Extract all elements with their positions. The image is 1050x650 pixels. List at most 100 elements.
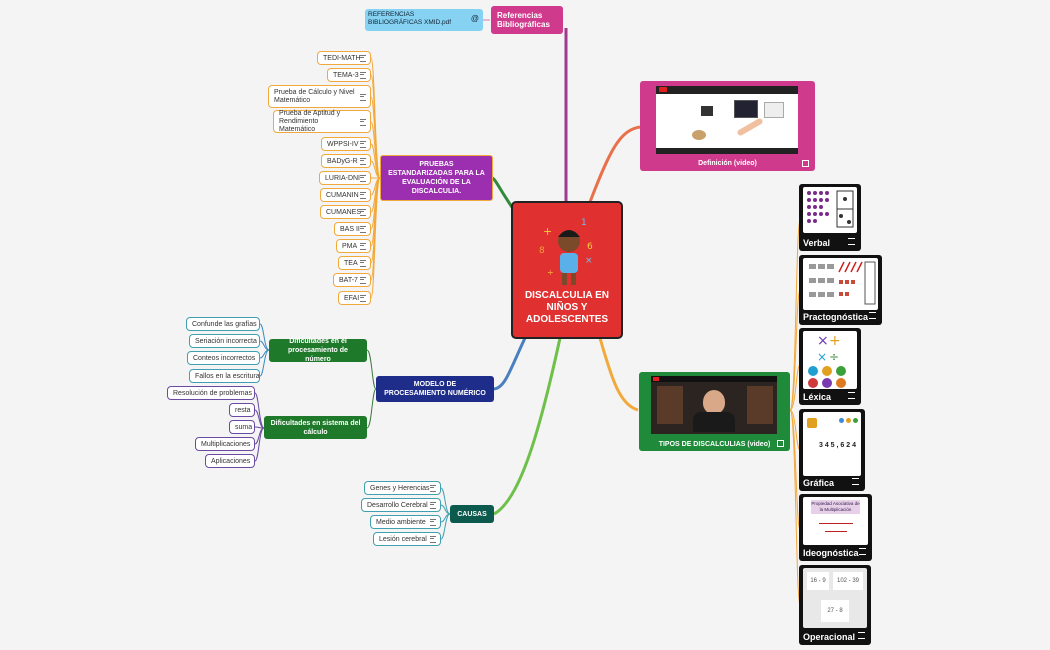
svg-text:÷: ÷	[547, 268, 554, 277]
note-icon	[360, 175, 366, 182]
grafica-numbers: 3 4 5 , 6 2 4	[819, 442, 856, 449]
tipo-ideognostica-card[interactable]: Propiedad Asociativa de la Multiplicació…	[799, 494, 872, 561]
numero-item[interactable]: Conteos incorrectos	[187, 351, 260, 365]
prueba-item[interactable]: PMA	[336, 239, 371, 253]
svg-text:+: +	[829, 333, 841, 349]
note-icon	[360, 209, 366, 216]
note-icon	[360, 141, 366, 148]
pruebas-topic[interactable]: PRUEBAS ESTANDARIZADAS PARA LA EVALUACIÓ…	[380, 155, 493, 201]
note-icon	[430, 485, 436, 492]
menu-icon	[858, 632, 865, 639]
video-thumbnail-definicion[interactable]	[656, 86, 798, 154]
practognostica-image	[803, 258, 878, 310]
svg-text:×: ×	[585, 256, 593, 266]
tipo-operacional-card[interactable]: 16 - 9 102 - 39 27 - 8 Operacional	[799, 565, 871, 645]
prueba-item[interactable]: TEMA-3	[327, 68, 371, 82]
prueba-item[interactable]: Prueba de Aptitud y Rendimiento Matemáti…	[273, 110, 371, 133]
prueba-item[interactable]: EFAI	[338, 291, 371, 305]
svg-text:×: ×	[817, 350, 827, 364]
causa-item[interactable]: Lesión cerebral	[373, 532, 441, 546]
menu-icon	[869, 312, 876, 319]
operacional-op-b: 102 - 39	[833, 572, 863, 590]
tipos-label: TIPOS DE DISCALCULIAS (video)	[658, 441, 771, 448]
menu-icon	[848, 238, 855, 245]
video-thumbnail-tipos[interactable]	[651, 376, 777, 434]
central-topic-title: DISCALCULIA EN NIÑOS Y ADOLESCENTES	[524, 290, 610, 325]
note-icon	[360, 243, 366, 250]
note-icon	[360, 226, 366, 233]
calculo-item[interactable]: Multiplicaciones	[195, 437, 255, 451]
prueba-item[interactable]: BAT-7	[333, 273, 371, 287]
svg-text:1: 1	[581, 218, 587, 228]
calculo-subtopic[interactable]: Dificultades en sistema del cálculo	[264, 416, 367, 439]
prueba-item[interactable]: LURIA-DNI	[319, 171, 371, 185]
note-icon	[360, 158, 366, 165]
svg-text:×: ×	[817, 333, 829, 349]
tipo-verbal-card[interactable]: Verbal	[799, 184, 861, 251]
causa-item[interactable]: Desarrollo Cerebral	[361, 498, 441, 512]
svg-text:÷: ÷	[829, 350, 839, 364]
numero-item[interactable]: Fallos en la escritura	[189, 369, 260, 383]
svg-text:6: 6	[587, 242, 593, 252]
verbal-image	[803, 187, 857, 233]
referencias-topic[interactable]: Referencias Bibliográficas	[491, 6, 563, 34]
operacional-op-a: 16 - 9	[807, 572, 829, 590]
note-icon	[430, 502, 436, 509]
note-icon	[360, 93, 366, 101]
modelo-label: MODELO DE PROCESAMIENTO NUMÉRICO	[384, 381, 486, 397]
menu-icon	[848, 392, 855, 399]
prueba-item[interactable]: TEDI-MATH	[317, 51, 371, 65]
svg-text:8: 8	[539, 246, 545, 256]
note-icon	[360, 277, 366, 284]
causas-label: CAUSAS	[457, 510, 487, 518]
numero-subtopic[interactable]: Dificultades en el procesamiento de núme…	[269, 338, 367, 363]
menu-icon	[852, 478, 859, 485]
central-topic[interactable]: + 1 8 6 × ÷ DISCALCULIA EN NIÑOS Y ADOLE…	[511, 201, 623, 339]
external-link-icon[interactable]	[802, 160, 809, 167]
note-icon	[430, 536, 436, 543]
ideognostica-image: Propiedad Asociativa de la Multiplicació…	[803, 497, 868, 545]
ideognostica-caption: Propiedad Asociativa de la Multiplicació…	[811, 500, 860, 514]
prueba-item[interactable]: Prueba de Cálculo y Nivel Matemático	[268, 85, 371, 108]
referencias-file-attachment[interactable]: REFERENCIAS BIBLIOGRÁFICAS XMID.pdf @	[365, 9, 483, 31]
prueba-item[interactable]: TEA	[338, 256, 371, 270]
modelo-topic[interactable]: MODELO DE PROCESAMIENTO NUMÉRICO	[376, 376, 494, 402]
note-icon	[360, 118, 366, 126]
tipo-lexica-card[interactable]: × + × ÷ Léxica	[799, 328, 861, 405]
note-icon	[430, 519, 436, 526]
causas-topic[interactable]: CAUSAS	[450, 505, 494, 523]
note-icon	[360, 72, 366, 79]
prueba-item[interactable]: BAS II	[334, 222, 371, 236]
child-math-illustration: + 1 8 6 × ÷	[539, 218, 593, 285]
menu-icon	[859, 548, 866, 555]
causa-item[interactable]: Genes y Herencias	[364, 481, 441, 495]
referencias-file-name: REFERENCIAS BIBLIOGRÁFICAS XMID.pdf	[368, 11, 452, 26]
svg-text:+: +	[543, 225, 552, 238]
operacional-op-c: 27 - 8	[821, 600, 849, 622]
prueba-item[interactable]: WPPSI-IV	[321, 137, 371, 151]
numero-item[interactable]: Seriación incorrecta	[189, 334, 260, 348]
grafica-image: 3 4 5 , 6 2 4	[803, 412, 861, 476]
tipos-video-card[interactable]: TIPOS DE DISCALCULIAS (video)	[639, 372, 790, 451]
note-icon	[360, 295, 366, 302]
tipo-practognostica-card[interactable]: Practognóstica	[799, 255, 882, 325]
attachment-icon: @	[470, 14, 479, 23]
prueba-item[interactable]: CUMANES	[320, 205, 371, 219]
calculo-item[interactable]: Resolución de problemas	[167, 386, 255, 400]
external-link-icon[interactable]	[777, 440, 784, 447]
referencias-label: Referencias Bibliográficas	[497, 11, 550, 29]
calculo-item[interactable]: resta	[229, 403, 255, 417]
calculo-item[interactable]: Aplicaciones	[205, 454, 255, 468]
pruebas-label: PRUEBAS ESTANDARIZADAS PARA LA EVALUACIÓ…	[388, 161, 485, 195]
operacional-image: 16 - 9 102 - 39 27 - 8	[803, 568, 867, 628]
causa-item[interactable]: Medio ambiente	[370, 515, 441, 529]
note-icon	[360, 192, 366, 199]
prueba-item[interactable]: CUMANIN	[320, 188, 371, 202]
definicion-video-card[interactable]: Definición (video)	[640, 81, 815, 171]
tipo-grafica-card[interactable]: 3 4 5 , 6 2 4 Gráfica	[799, 409, 865, 491]
definicion-label: Definición (video)	[698, 160, 757, 167]
numero-item[interactable]: Confunde las grafías	[186, 317, 260, 331]
calculo-item[interactable]: suma	[229, 420, 255, 434]
prueba-item[interactable]: BADyG-R	[321, 154, 371, 168]
note-icon	[360, 260, 366, 267]
